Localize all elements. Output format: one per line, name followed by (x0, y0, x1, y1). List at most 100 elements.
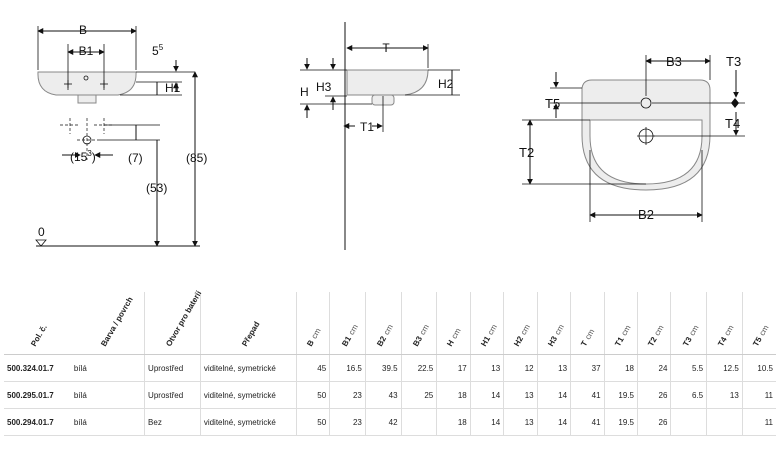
table-cell: 19.5 (603, 408, 638, 436)
table-cell: Uprostřed (144, 381, 201, 409)
table-cell: 14 (469, 381, 504, 409)
column-header-unit: cm (757, 323, 771, 338)
top-view: B3 T3 T5 T4 T2 B2 (519, 54, 745, 222)
column-header-label: H3cm (546, 322, 566, 348)
label-T5: T5 (545, 96, 560, 111)
table-cell: 6.5 (670, 381, 707, 409)
table-cell: 11 (741, 408, 776, 436)
table-cell: 18 (436, 381, 471, 409)
table-cell: 12.5 (706, 354, 743, 382)
column-header: Pol. č. (4, 292, 71, 355)
side-basin (346, 69, 429, 96)
table-cell: viditelné, symetrické (199, 354, 297, 382)
column-header-label: T1cm (612, 323, 633, 348)
table-cell: 42 (364, 408, 402, 436)
table-cell: 13 (706, 381, 743, 409)
table-cell: 24 (636, 354, 671, 382)
column-header-unit: cm (619, 323, 633, 338)
label-B2: B2 (638, 207, 654, 222)
column-header-label: Otvor pro baterii (164, 289, 204, 348)
label-T4: T4 (725, 116, 740, 131)
table-cell: 25 (400, 381, 437, 409)
table-cell: 13 (469, 354, 504, 382)
table-cell: 23 (329, 381, 366, 409)
column-header-unit: cm (309, 326, 323, 341)
table-cell: 14 (536, 408, 571, 436)
column-header: H3cm (536, 292, 571, 355)
table-cell: Uprostřed (144, 354, 201, 382)
table-cell: 17 (436, 354, 471, 382)
table-cell: bílá (70, 381, 145, 409)
table-cell: bílá (70, 354, 145, 382)
table-cell (670, 408, 707, 436)
column-header-unit: cm (346, 322, 360, 337)
column-header: Barva / povrch (70, 292, 145, 355)
column-header-label: B3cm (411, 322, 431, 348)
table-cell: viditelné, symetrické (199, 381, 297, 409)
label-H2: H2 (438, 77, 454, 91)
column-header-label: Pol. č. (29, 323, 50, 348)
column-header: T1cm (603, 292, 638, 355)
column-header-label: T2cm (646, 323, 666, 348)
table-cell: 39.5 (364, 354, 402, 382)
column-header: T4cm (706, 292, 743, 355)
column-header-label: B1cm (339, 322, 360, 348)
column-header-label: H2cm (512, 322, 533, 348)
table-cell: 11 (741, 381, 776, 409)
column-header-label: T5cm (751, 323, 771, 348)
label-85: (85) (186, 151, 207, 165)
column-header-unit: cm (382, 322, 396, 337)
table-cell: 41 (570, 381, 605, 409)
table-cell: 14 (469, 408, 504, 436)
table-cell: Bez (144, 408, 201, 436)
column-header: B1cm (329, 292, 366, 355)
label-floor-0: 0 (38, 225, 45, 239)
technical-drawing: B B1 55 H1 (85) (35, 22, 745, 250)
column-header: B3cm (400, 292, 437, 355)
column-header: Hcm (436, 292, 471, 355)
column-header: H2cm (503, 292, 538, 355)
side-view: T H H3 H2 T1 (300, 22, 460, 250)
table-cell: 500.324.01.7 (4, 354, 71, 382)
table-cell: 23 (329, 408, 366, 436)
label-H: H (300, 85, 309, 99)
column-header: Otvor pro baterii (144, 289, 204, 355)
column-header-label: Barva / povrch (99, 295, 136, 348)
column-header: B2cm (364, 292, 402, 355)
label-15-3: (153) (70, 149, 96, 164)
column-header-unit: cm (417, 322, 431, 337)
label-H1: H1 (165, 81, 181, 95)
column-header-label: Přepad (240, 320, 262, 348)
table-cell: 19.5 (603, 381, 638, 409)
column-header-unit: cm (583, 327, 597, 342)
column-header-unit: cm (652, 323, 666, 338)
label-B: B (79, 23, 87, 37)
label-B1: B1 (79, 44, 94, 58)
label-T: T (382, 41, 390, 55)
front-siphon (77, 94, 97, 104)
column-header-unit: cm (552, 322, 566, 337)
table-cell: 43 (364, 381, 402, 409)
column-header: Bcm (295, 292, 330, 355)
column-header: H1cm (469, 292, 504, 355)
table-cell: 26 (636, 408, 671, 436)
label-7: (7) (128, 151, 143, 165)
column-header: Přepad (199, 292, 297, 355)
front-view: B B1 55 H1 (85) (35, 23, 207, 247)
column-header: Tcm (570, 292, 605, 355)
front-basin (37, 71, 137, 96)
table-cell: 50 (295, 408, 330, 436)
table-cell: 41 (570, 408, 605, 436)
column-header-unit: cm (519, 322, 533, 337)
column-header: T2cm (636, 292, 671, 355)
table-cell: 13 (503, 381, 538, 409)
table-cell: 22.5 (400, 354, 437, 382)
table-cell: 500.295.01.7 (4, 381, 71, 409)
column-header-unit: cm (485, 322, 499, 337)
table-cell: 37 (570, 354, 605, 382)
